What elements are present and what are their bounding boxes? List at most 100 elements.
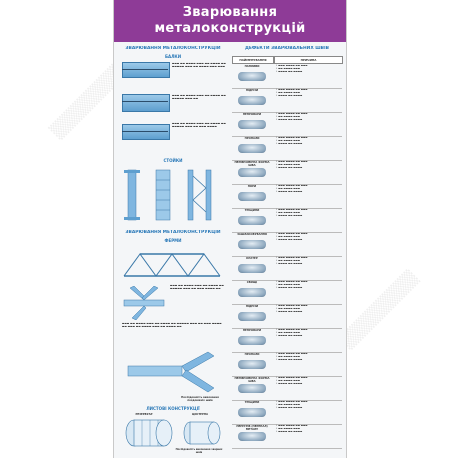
right-column: ДЕФЕКТИ ЗВАРЮВАЛЬНИХ ШВІВ НАЙМЕНУВАННЯ П… — [232, 46, 343, 454]
stoiky-title: СТОЙКИ — [163, 158, 183, 163]
poster-header: Зварювання металоконструкцій — [114, 0, 346, 42]
defect-weld-image — [238, 240, 266, 249]
beams-title: БАЛКИ — [164, 54, 182, 59]
defect-cause: • ▬▬▬ ▬▬▬▬ ▬▬ ▬▬▬ • ▬▬ ▬▬▬▬ ▬▬▬ • ▬▬▬▬ ▬… — [276, 352, 308, 361]
defect-cause: • ▬▬▬ ▬▬▬▬ ▬▬ ▬▬▬ • ▬▬ ▬▬▬▬ ▬▬▬ • ▬▬▬▬ ▬… — [276, 64, 308, 73]
defect-name: ПІДРІЗИ — [245, 305, 259, 308]
defect-row: НАПЛИВИ • ▬▬▬ ▬▬▬▬ ▬▬ ▬▬▬ • ▬▬ ▬▬▬▬ ▬▬▬ •… — [232, 64, 342, 89]
beam-illustration — [122, 62, 170, 78]
defect-name: ЗАШЛАКОВУВАННЯ — [237, 233, 267, 236]
defect-cause: • ▬▬▬ ▬▬▬▬ ▬▬ ▬▬▬ • ▬▬ ▬▬▬▬ ▬▬▬ • ▬▬▬▬ ▬… — [276, 376, 308, 385]
defect-weld-image — [238, 192, 266, 201]
section-title-welding-2: ЗВАРЮВАННЯ МЕТАЛОКОНСТРУКЦІЙ — [125, 230, 221, 235]
column-header-cause: ПРИЧИНА — [274, 56, 343, 64]
beam-welding-illustration — [127, 351, 215, 393]
sheet-caption: Послідовність виконання зварних швів — [175, 448, 223, 455]
defect-cause: • ▬▬▬ ▬▬▬▬ ▬▬ ▬▬▬ • ▬▬ ▬▬▬▬ ▬▬▬ • ▬▬▬▬ ▬… — [276, 400, 308, 409]
beam-description: ▬▬▬ ▬▬ ▬▬▬▬ ▬▬▬ ▬▬ ▬▬▬▬ ▬▬ ▬▬▬▬▬ ▬▬▬ ▬▬ — [172, 94, 226, 101]
defect-cause: • ▬▬▬ ▬▬▬▬ ▬▬ ▬▬▬ • ▬▬ ▬▬▬▬ ▬▬▬ • ▬▬▬▬ ▬… — [276, 208, 308, 217]
weld-seam — [122, 131, 168, 132]
defect-row: ПІДРІЗИ • ▬▬▬ ▬▬▬▬ ▬▬ ▬▬▬ • ▬▬ ▬▬▬▬ ▬▬▬ •… — [232, 88, 342, 113]
defect-cause: • ▬▬▬ ▬▬▬▬ ▬▬ ▬▬▬ • ▬▬ ▬▬▬▬ ▬▬▬ • ▬▬▬▬ ▬… — [276, 112, 308, 121]
defect-weld-image — [238, 360, 266, 369]
defect-row: ПОРИ • ▬▬▬ ▬▬▬▬ ▬▬ ▬▬▬ • ▬▬ ▬▬▬▬ ▬▬▬ • ▬▬… — [232, 184, 342, 209]
defect-cause: • ▬▬▬ ▬▬▬▬ ▬▬ ▬▬▬ • ▬▬ ▬▬▬▬ ▬▬▬ • ▬▬▬▬ ▬… — [276, 184, 308, 193]
beam-description: ▬▬▬ ▬▬ ▬▬▬▬ ▬▬▬ ▬▬ ▬▬▬▬ ▬▬ ▬▬▬▬▬ ▬▬▬ ▬▬ … — [172, 122, 226, 129]
defect-row: ПІДРІЗИ • ▬▬▬ ▬▬▬▬ ▬▬ ▬▬▬ • ▬▬ ▬▬▬▬ ▬▬▬ •… — [232, 304, 342, 329]
watermark: ▒▒▒▒▒▒▒▒ — [337, 267, 421, 352]
weld-seam — [122, 101, 168, 102]
section-title-welding: ЗВАРЮВАННЯ МЕТАЛОКОНСТРУКЦІЙ — [125, 46, 221, 51]
sheet-left-label: РЕЗЕРВУАР — [135, 413, 153, 416]
truss-illustration — [123, 253, 221, 277]
defect-weld-image — [238, 72, 266, 81]
defect-name: СВИЩІ — [246, 281, 258, 284]
defect-row: СВИЩІ • ▬▬▬ ▬▬▬▬ ▬▬ ▬▬▬ • ▬▬ ▬▬▬▬ ▬▬▬ • ▬… — [232, 280, 342, 305]
defect-name: ПІДРІЗИ — [245, 89, 259, 92]
weld-seam — [122, 69, 168, 70]
defect-weld-image — [238, 168, 266, 177]
poster-title-line1: Зварювання — [182, 5, 278, 20]
beam-illustration — [122, 124, 170, 140]
fermy-title: ФЕРМИ — [164, 238, 182, 243]
defect-cause: • ▬▬▬ ▬▬▬▬ ▬▬ ▬▬▬ • ▬▬ ▬▬▬▬ ▬▬▬ • ▬▬▬▬ ▬… — [276, 160, 308, 169]
defect-weld-image — [238, 144, 266, 153]
defect-name: НЕРІВНОМІРНА ФОРМА ШВА — [234, 377, 270, 383]
defect-row: ПРОПАЛИ • ▬▬▬ ▬▬▬▬ ▬▬ ▬▬▬ • ▬▬ ▬▬▬▬ ▬▬▬ •… — [232, 136, 342, 161]
defect-name: ТРІЩИНИ — [244, 401, 260, 404]
defect-cause: • ▬▬▬ ▬▬▬▬ ▬▬ ▬▬▬ • ▬▬ ▬▬▬▬ ▬▬▬ • ▬▬▬▬ ▬… — [276, 136, 308, 145]
defect-row: КРАТЕР • ▬▬▬ ▬▬▬▬ ▬▬ ▬▬▬ • ▬▬ ▬▬▬▬ ▬▬▬ • … — [232, 256, 342, 281]
defect-weld-image — [238, 384, 266, 393]
defect-row: НЕРІВНОМІРНА ФОРМА ШВА • ▬▬▬ ▬▬▬▬ ▬▬ ▬▬▬ … — [232, 376, 342, 401]
defect-row: НЕПРОВАРИ• ▬▬▬ ▬▬▬▬ ▬▬ ▬▬▬ • ▬▬ ▬▬▬▬ ▬▬▬… — [232, 328, 342, 353]
defect-cause: • ▬▬▬ ▬▬▬▬ ▬▬ ▬▬▬ • ▬▬ ▬▬▬▬ ▬▬▬ • ▬▬▬▬ ▬… — [276, 304, 308, 313]
beam-illustration — [122, 94, 170, 112]
defect-name: НЕПРОВАРИ — [242, 113, 262, 116]
defect-weld-image — [238, 432, 266, 441]
defect-cause: • ▬▬▬ ▬▬▬▬ ▬▬ ▬▬▬ • ▬▬ ▬▬▬▬ ▬▬▬ • ▬▬▬▬ ▬… — [276, 256, 308, 265]
truss-node-illustration — [123, 286, 165, 320]
defect-weld-image — [238, 312, 266, 321]
defect-cause: • ▬▬▬ ▬▬▬▬ ▬▬ ▬▬▬ • ▬▬ ▬▬▬▬ ▬▬▬ • ▬▬▬▬ ▬… — [276, 88, 308, 97]
defect-cause: • ▬▬▬ ▬▬▬▬ ▬▬ ▬▬▬ • ▬▬ ▬▬▬▬ ▬▬▬ • ▬▬▬▬ ▬… — [276, 328, 308, 337]
column-header-name: НАЙМЕНУВАННЯ — [232, 56, 274, 64]
fermy-caption: Послідовність виконання поздовжніх швів — [181, 396, 219, 403]
tank-illustration — [125, 419, 221, 447]
defect-weld-image — [238, 120, 266, 129]
defect-name: ПОРИ — [247, 185, 257, 188]
defects-table: НАЙМЕНУВАННЯ ПРИЧИНА НАПЛИВИ • ▬▬▬ ▬▬▬▬ ▬… — [232, 56, 343, 452]
defect-weld-image — [238, 288, 266, 297]
defect-weld-image — [238, 216, 266, 225]
poster-title-line2: металоконструкцій — [154, 21, 306, 36]
defect-cause: • ▬▬▬ ▬▬▬▬ ▬▬ ▬▬▬ • ▬▬ ▬▬▬▬ ▬▬▬ • ▬▬▬▬ ▬… — [276, 280, 308, 289]
beam-description: ▬▬▬ ▬▬ ▬▬▬▬ ▬▬▬ ▬▬ ▬▬▬▬ ▬▬ ▬▬▬▬▬ ▬▬▬ ▬▬ … — [172, 62, 226, 69]
left-column: ЗВАРЮВАННЯ МЕТАЛОКОНСТРУКЦІЙ БАЛКИ ▬▬▬ ▬… — [118, 46, 228, 454]
stoiky-illustration — [124, 169, 212, 221]
defect-row: ТРІЩИНИ • ▬▬▬ ▬▬▬▬ ▬▬ ▬▬▬ • ▬▬ ▬▬▬▬ ▬▬▬ •… — [232, 400, 342, 425]
poster-sheet: Зварювання металоконструкцій ЗВАРЮВАННЯ … — [113, 0, 347, 458]
defect-weld-image — [238, 264, 266, 273]
defect-row: НЕПРОВАРИ • ▬▬▬ ▬▬▬▬ ▬▬ ▬▬▬ • ▬▬ ▬▬▬▬ ▬▬▬… — [232, 112, 342, 137]
truss-description-2: ▬▬▬ ▬▬ ▬▬▬▬ ▬▬▬ ▬▬ ▬▬▬▬ ▬▬ ▬▬▬▬▬ ▬▬▬ ▬▬ … — [122, 322, 222, 329]
defect-row: ПЕРЕГРІВ (ПЕРЕПАЛ) МЕТАЛУ • ▬▬▬ ▬▬▬▬ ▬▬ ▬… — [232, 424, 342, 449]
defect-name: ПРОПАЛИ — [244, 353, 260, 356]
defect-row: ЗАШЛАКОВУВАННЯ • ▬▬▬ ▬▬▬▬ ▬▬ ▬▬▬ • ▬▬ ▬▬▬… — [232, 232, 342, 257]
defect-name: КРАТЕР — [246, 257, 258, 260]
defect-row: ПРОПАЛИ • ▬▬▬ ▬▬▬▬ ▬▬ ▬▬▬ • ▬▬ ▬▬▬▬ ▬▬▬ •… — [232, 352, 342, 377]
defect-name: ПЕРЕГРІВ (ПЕРЕПАЛ) МЕТАЛУ — [236, 425, 268, 431]
defect-weld-image — [238, 96, 266, 105]
defects-title: ДЕФЕКТИ ЗВАРЮВАЛЬНИХ ШВІВ — [244, 46, 330, 51]
defect-row: НЕРІВНОМІРНА ФОРМА ШВА • ▬▬▬ ▬▬▬▬ ▬▬ ▬▬▬ … — [232, 160, 342, 185]
defect-weld-image — [238, 408, 266, 417]
truss-description: ▬▬▬ ▬▬ ▬▬▬▬ ▬▬▬ ▬▬ ▬▬▬▬ ▬▬ ▬▬▬▬▬ ▬▬▬ ▬▬ … — [170, 284, 224, 291]
defect-name: ПРОПАЛИ — [244, 137, 260, 140]
defect-row: ТРІЩИНИ • ▬▬▬ ▬▬▬▬ ▬▬ ▬▬▬ • ▬▬ ▬▬▬▬ ▬▬▬ •… — [232, 208, 342, 233]
defect-cause: • ▬▬▬ ▬▬▬▬ ▬▬ ▬▬▬ • ▬▬ ▬▬▬▬ ▬▬▬ • ▬▬▬▬ ▬… — [276, 232, 308, 241]
defect-name: НАПЛИВИ — [244, 65, 260, 68]
defect-weld-image — [238, 336, 266, 345]
defect-cause: • ▬▬▬ ▬▬▬▬ ▬▬ ▬▬▬ • ▬▬ ▬▬▬▬ ▬▬▬ • ▬▬▬▬ ▬… — [276, 424, 308, 433]
defect-name: НЕРІВНОМІРНА ФОРМА ШВА — [234, 161, 270, 167]
sheet-structures-title: ЛИСТОВІ КОНСТРУКЦІЇ — [146, 406, 200, 411]
defect-name: ТРІЩИНИ — [244, 209, 260, 212]
